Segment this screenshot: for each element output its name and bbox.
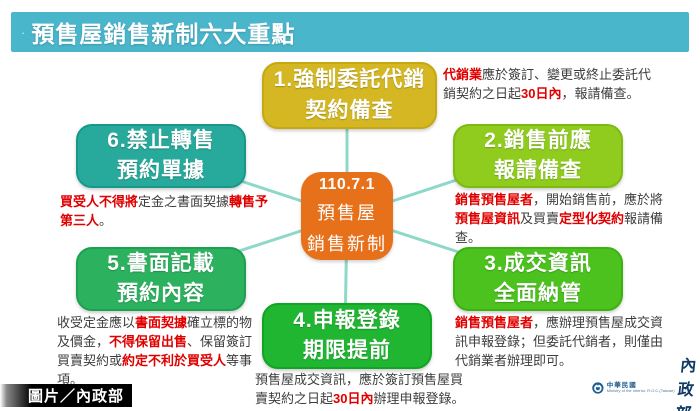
- moi-logo-text-column: 中華民國 Ministry of the Interior, R.O.C.(Ta…: [607, 382, 675, 394]
- node-2-title-line2: 報請備查: [494, 159, 582, 182]
- node-6-no-resale-of-receipt: 6.禁止轉售 預約單據: [76, 124, 246, 188]
- page-title: 預售屋銷售新制六大重點: [31, 21, 296, 47]
- node-3-description: 銷售預售屋者，應辦理預售屋成交資訊申報登錄；但委託代銷者，則僅由代銷業者辦理即可…: [455, 315, 664, 368]
- node-2-description: 銷售預售屋者，開始銷售前，應於將預售屋資訊及買賣定型化契約報請備查。: [455, 192, 664, 245]
- node-6-title-line2: 預約單據: [117, 159, 205, 182]
- node-6-title-line1: 6.禁止轉售: [107, 128, 215, 152]
- moi-english-label: Ministry of the Interior, R.O.C.(Taiwan): [606, 388, 675, 394]
- center-date: 110.7.1: [319, 176, 375, 193]
- moi-country-label: 中華民國: [606, 382, 637, 390]
- moi-emblem-icon: [592, 382, 604, 394]
- node-4-registration-deadline: 4.申報登錄 期限提前: [262, 303, 432, 369]
- node-1-description: 代銷業應於簽訂、變更或終止委託代銷契約之日起30日內，報請備查。: [443, 67, 652, 101]
- node-3-transaction-info: 3.成交資訊 全面納管: [453, 247, 623, 311]
- node-4-title-line2: 期限提前: [303, 339, 391, 362]
- node-5-title-line2: 預約內容: [117, 282, 205, 305]
- node-6-description: 買受人不得將定金之書面契據轉售予第三人。: [60, 194, 269, 228]
- node-3-title-line2: 全面納管: [494, 282, 582, 305]
- credit-bar: 圖片／內政部: [0, 384, 132, 407]
- node-5-written-reservation: 5.書面記載 預約內容: [76, 247, 246, 311]
- node-2-pre-sale-filing: 2.銷售前應 報請備查: [453, 124, 623, 188]
- node-4-title-line1: 4.申報登錄: [293, 308, 401, 332]
- header-bar: · 預售屋銷售新制六大重點: [11, 12, 689, 52]
- node-2-title-line1: 2.銷售前應: [484, 128, 592, 152]
- center-node: 110.7.1 預售屋 銷售新制: [301, 172, 393, 260]
- header-bullet: ·: [21, 24, 26, 40]
- node-1-mandatory-agency-contract: 1.強制委託代銷 契約備查: [262, 62, 437, 129]
- node-3-title-line1: 3.成交資訊: [484, 251, 592, 275]
- center-label-line2: 銷售新制: [307, 234, 387, 254]
- node-5-title-line1: 5.書面記載: [107, 251, 215, 275]
- node-4-description: 預售屋成交資訊，應於簽訂預售屋買賣契約之日起30日內辦理申報登錄。: [255, 372, 465, 406]
- credit-text: 圖片／內政部: [27, 388, 124, 405]
- node-5-description: 收受定金應以書面契據確立標的物及價金，不得保留出售、保留簽訂買賣契約或約定不利於…: [57, 315, 253, 387]
- node-1-title-line1: 1.強制委託代銷: [273, 68, 426, 92]
- moi-logo: 中華民國 Ministry of the Interior, R.O.C.(Ta…: [592, 358, 700, 411]
- center-label-line1: 預售屋: [317, 203, 377, 223]
- node-1-title-line2: 契約備查: [305, 98, 394, 122]
